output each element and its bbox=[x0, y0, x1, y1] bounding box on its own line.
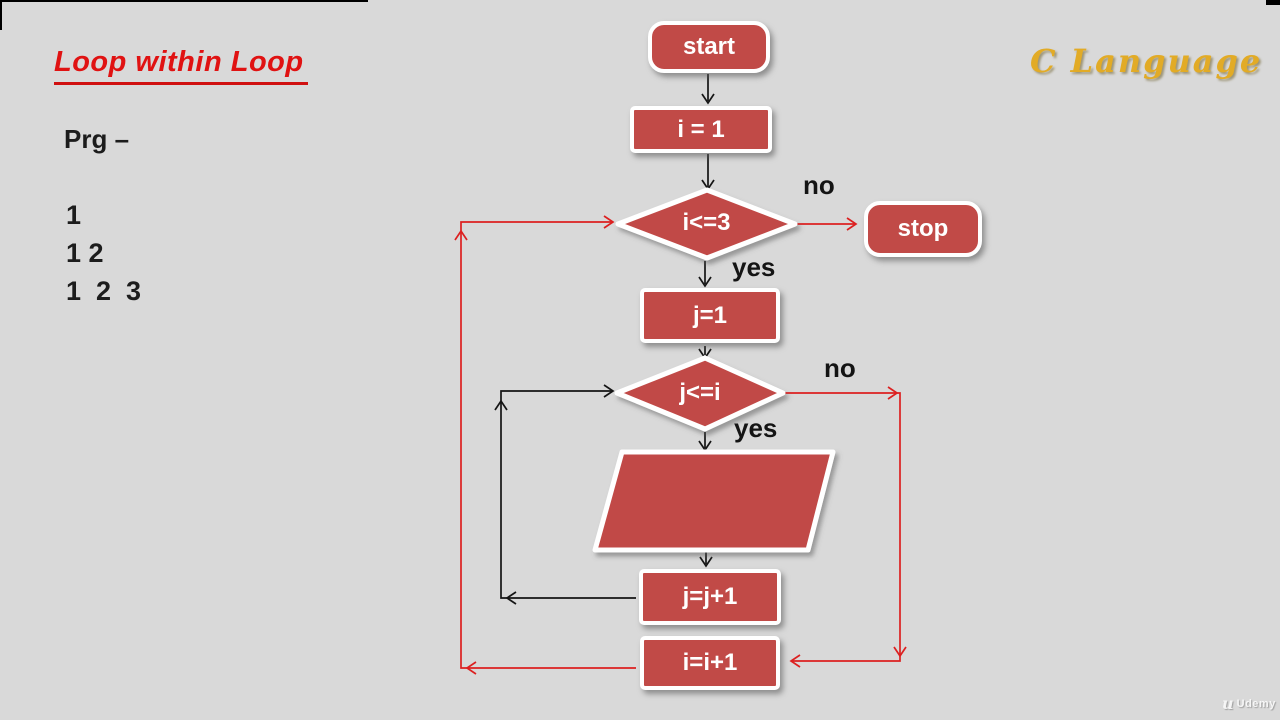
node-init-i-label: i = 1 bbox=[677, 115, 725, 143]
inner-loop-return-line bbox=[500, 390, 636, 599]
node-start-label: start bbox=[682, 33, 736, 60]
corner-border-artifact bbox=[1266, 0, 1280, 5]
top-border-artifact bbox=[0, 0, 368, 2]
node-stop-label: stop bbox=[897, 215, 949, 242]
node-inc-j: j=j+1 bbox=[639, 569, 781, 625]
program-output-line: 1 2 bbox=[66, 238, 104, 268]
cond-j-no-line bbox=[785, 392, 901, 662]
node-init-i: i = 1 bbox=[630, 106, 772, 153]
program-output-line: 1 2 3 bbox=[66, 276, 142, 306]
edge-label-cond-j-yes: yes bbox=[734, 413, 778, 443]
udemy-watermark-text: Udemy bbox=[1236, 698, 1276, 710]
node-stop: stop bbox=[864, 201, 982, 257]
node-cond-j-label: j<=i bbox=[679, 379, 721, 406]
course-brand-text: C Language bbox=[1030, 42, 1263, 80]
node-start: start bbox=[648, 21, 770, 73]
edge-label-cond-j-no: no bbox=[824, 353, 856, 383]
program-output-line: 1 bbox=[66, 200, 82, 230]
left-border-artifact bbox=[0, 0, 2, 30]
udemy-logo-icon: u bbox=[1222, 694, 1234, 713]
program-label: Prg – bbox=[64, 124, 130, 154]
node-inc-j-label: j=j+1 bbox=[682, 583, 738, 610]
output-parallelogram bbox=[592, 449, 836, 553]
outer-loop-return-line bbox=[460, 221, 636, 669]
page-title: Loop within Loop bbox=[54, 46, 308, 85]
edge-label-cond-i-yes: yes bbox=[732, 252, 776, 282]
node-init-j-label: j=1 bbox=[692, 301, 728, 329]
node-cond-i-label: i<=3 bbox=[682, 209, 731, 236]
edge-label-cond-i-no: no bbox=[803, 170, 835, 200]
node-inc-i-label: i=i+1 bbox=[682, 649, 738, 676]
node-init-j: j=1 bbox=[640, 288, 780, 343]
node-inc-i: i=i+1 bbox=[640, 636, 780, 690]
udemy-watermark: u Udemy bbox=[1222, 696, 1276, 712]
